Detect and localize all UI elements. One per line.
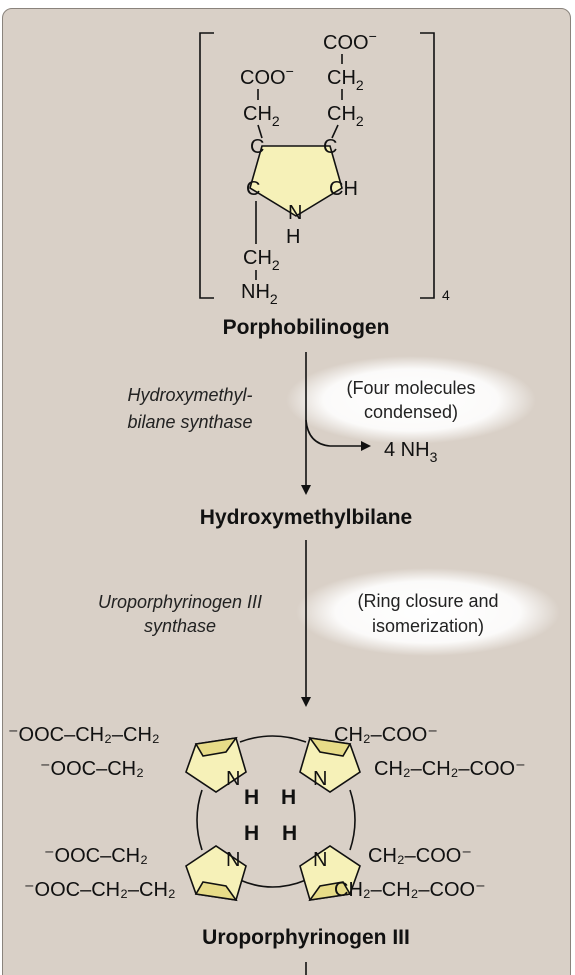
porphobilinogen-structure: 4 COO− CH2 CH2 COO− CH2 C C C CH N H <box>199 28 450 307</box>
uroporphyrinogen-label: Uroporphyrinogen III <box>202 926 410 949</box>
uro-sidechain-br-outer: CH₂–CH₂–COO⁻ <box>334 879 486 901</box>
note-step1-line1: (Four molecules <box>346 378 475 398</box>
note-glow <box>296 568 560 656</box>
note-glow <box>286 356 536 444</box>
enzyme-step1-line1: Hydroxymethyl- <box>127 385 252 405</box>
pbg-nh2: NH2 <box>241 281 278 307</box>
enzyme-step2-line1: Uroporphyrinogen III <box>98 592 262 612</box>
uro-h-bottom-left: H <box>244 822 259 845</box>
pyrrole-shade <box>194 736 238 757</box>
ammonia-byproduct: 4 NH3 <box>384 439 438 465</box>
enzyme-step2-line2: synthase <box>144 616 216 636</box>
bridge-bottom <box>239 879 307 888</box>
pbg-ch2-bottom: CH2 <box>243 247 280 273</box>
enzyme-step1-line2: bilane synthase <box>127 412 252 432</box>
porphobilinogen-label: Porphobilinogen <box>223 316 390 339</box>
pbg-ch2-right-upper: CH2 <box>327 67 364 93</box>
bridge-top <box>239 735 307 743</box>
pyrrole-shade <box>194 881 238 902</box>
note-step2-line1: (Ring closure and <box>357 591 498 611</box>
uro-sidechain-bl-outer: ⁻OOC–CH₂–CH₂ <box>24 879 176 901</box>
bridge-right <box>349 789 356 851</box>
uro-sidechain-tl-outer: ⁻OOC–CH₂–CH₂ <box>8 724 160 746</box>
pbg-c-lower-left: C <box>246 178 260 200</box>
pbg-ring-n: N <box>288 202 302 224</box>
pbg-pyrrole-ring <box>249 145 343 217</box>
bond <box>331 124 339 139</box>
uro-sidechain-tl-inner: ⁻OOC–CH₂ <box>40 758 144 780</box>
bridge-left <box>196 789 203 851</box>
uro-n-bottom-left: N <box>226 849 240 871</box>
pbg-c-upper-left: C <box>250 136 264 158</box>
pbg-ch-lower-right: CH <box>329 178 358 200</box>
pyrrole-shade <box>308 736 352 757</box>
uro-h-bottom-right: H <box>282 822 297 845</box>
note-step1-line2: condensed) <box>364 402 458 422</box>
pbg-multiplier: 4 <box>442 287 450 303</box>
uro-n-top-left: N <box>226 768 240 790</box>
uro-n-top-right: N <box>313 768 327 790</box>
bond <box>257 124 263 139</box>
pbg-ch2-left: CH2 <box>243 103 280 129</box>
note-step2-line2: isomerization) <box>372 616 484 636</box>
pbg-c-upper-right: C <box>323 136 337 158</box>
hydroxymethylbilane-label: Hydroxymethylbilane <box>200 506 412 529</box>
pbg-ch2-right-lower: CH2 <box>327 103 364 129</box>
uroporphyrinogen-structure: N N N N H H H H ⁻OOC–CH₂–CH₂ ⁻OOC–CH₂ CH… <box>8 724 526 902</box>
uro-h-top-left: H <box>244 786 259 809</box>
uro-n-bottom-right: N <box>313 849 327 871</box>
pbg-ring-h: H <box>286 226 300 248</box>
uro-sidechain-bl-inner: ⁻OOC–CH₂ <box>44 845 148 867</box>
byproduct-arrow <box>305 419 371 451</box>
uro-h-top-right: H <box>281 786 296 809</box>
pbg-coo-left: COO− <box>240 63 294 89</box>
right-bracket <box>420 32 435 299</box>
left-bracket <box>199 32 214 299</box>
uro-sidechain-tr-inner: CH₂–COO⁻ <box>334 724 438 746</box>
pyrrole-shade <box>308 881 352 902</box>
uro-sidechain-tr-outer: CH₂–CH₂–COO⁻ <box>374 758 526 780</box>
uro-sidechain-br-inner: CH₂–COO⁻ <box>368 845 472 867</box>
pbg-coo-top: COO− <box>323 28 377 54</box>
